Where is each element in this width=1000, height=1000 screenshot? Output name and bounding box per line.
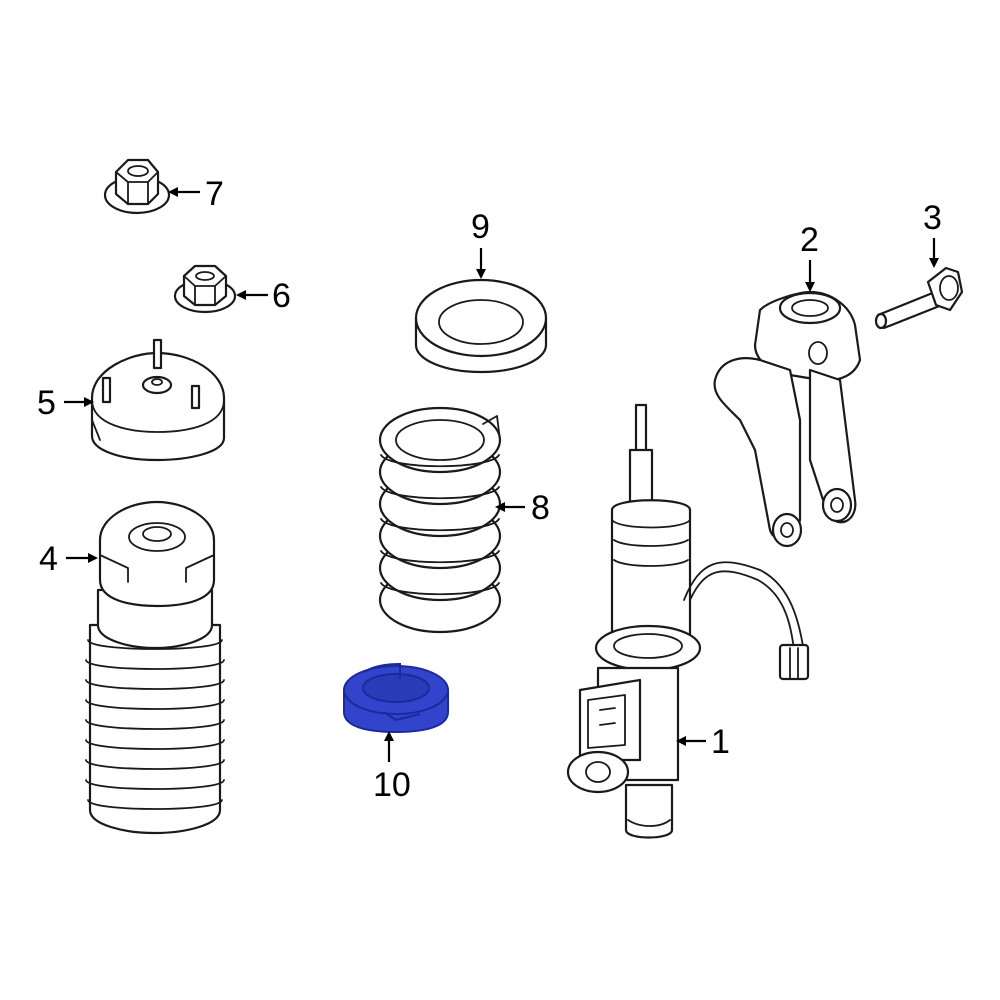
label-10: 10 [373, 766, 411, 804]
label-2: 2 [800, 221, 819, 259]
part-3-bolt[interactable] [874, 266, 964, 330]
part-10-lower-spring-seat[interactable] [343, 662, 449, 734]
part-2-control-arm[interactable] [713, 290, 862, 548]
part-7-flange-nut[interactable] [103, 158, 171, 215]
part-4-dust-boot[interactable] [85, 500, 225, 835]
label-9: 9 [471, 208, 490, 246]
part-8-coil-spring[interactable] [378, 406, 502, 634]
part-9-upper-spring-seat[interactable] [414, 278, 548, 374]
label-4: 4 [39, 540, 58, 578]
callout-labels: 7 6 5 4 9 8 10 1 2 3 [37, 175, 942, 804]
part-5-strut-mount[interactable] [90, 338, 226, 462]
callout-arrows [64, 187, 939, 762]
label-3: 3 [923, 199, 942, 237]
label-7: 7 [205, 175, 224, 213]
label-8: 8 [531, 489, 550, 527]
part-1-strut-assembly[interactable] [566, 403, 810, 839]
label-5: 5 [37, 384, 56, 422]
label-6: 6 [272, 277, 291, 315]
part-6-flange-nut[interactable] [173, 264, 237, 314]
label-1: 1 [711, 723, 730, 761]
